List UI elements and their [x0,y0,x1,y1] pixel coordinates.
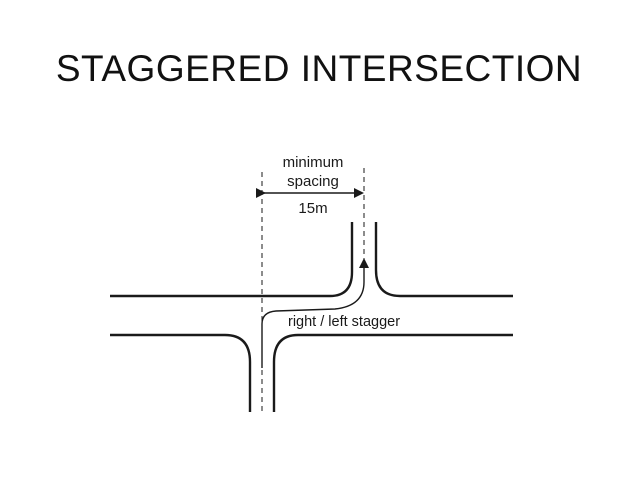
main-road-bottom-edge-right [272,333,513,412]
main-road-bottom-edge-left [110,333,252,412]
stagger-path-label: right / left stagger [288,314,400,330]
slide-title: STAGGERED INTERSECTION [55,48,583,89]
spacing-label-line2: spacing [287,173,339,190]
stagger-path-arrow [261,258,369,368]
main-road-top-edge-left [110,222,354,298]
road-edges [110,222,513,412]
spacing-distance-label: 15m [298,200,327,217]
main-road-top-edge-right [374,222,513,298]
spacing-label-line1: minimum [283,154,344,171]
centre-lines [261,168,365,412]
